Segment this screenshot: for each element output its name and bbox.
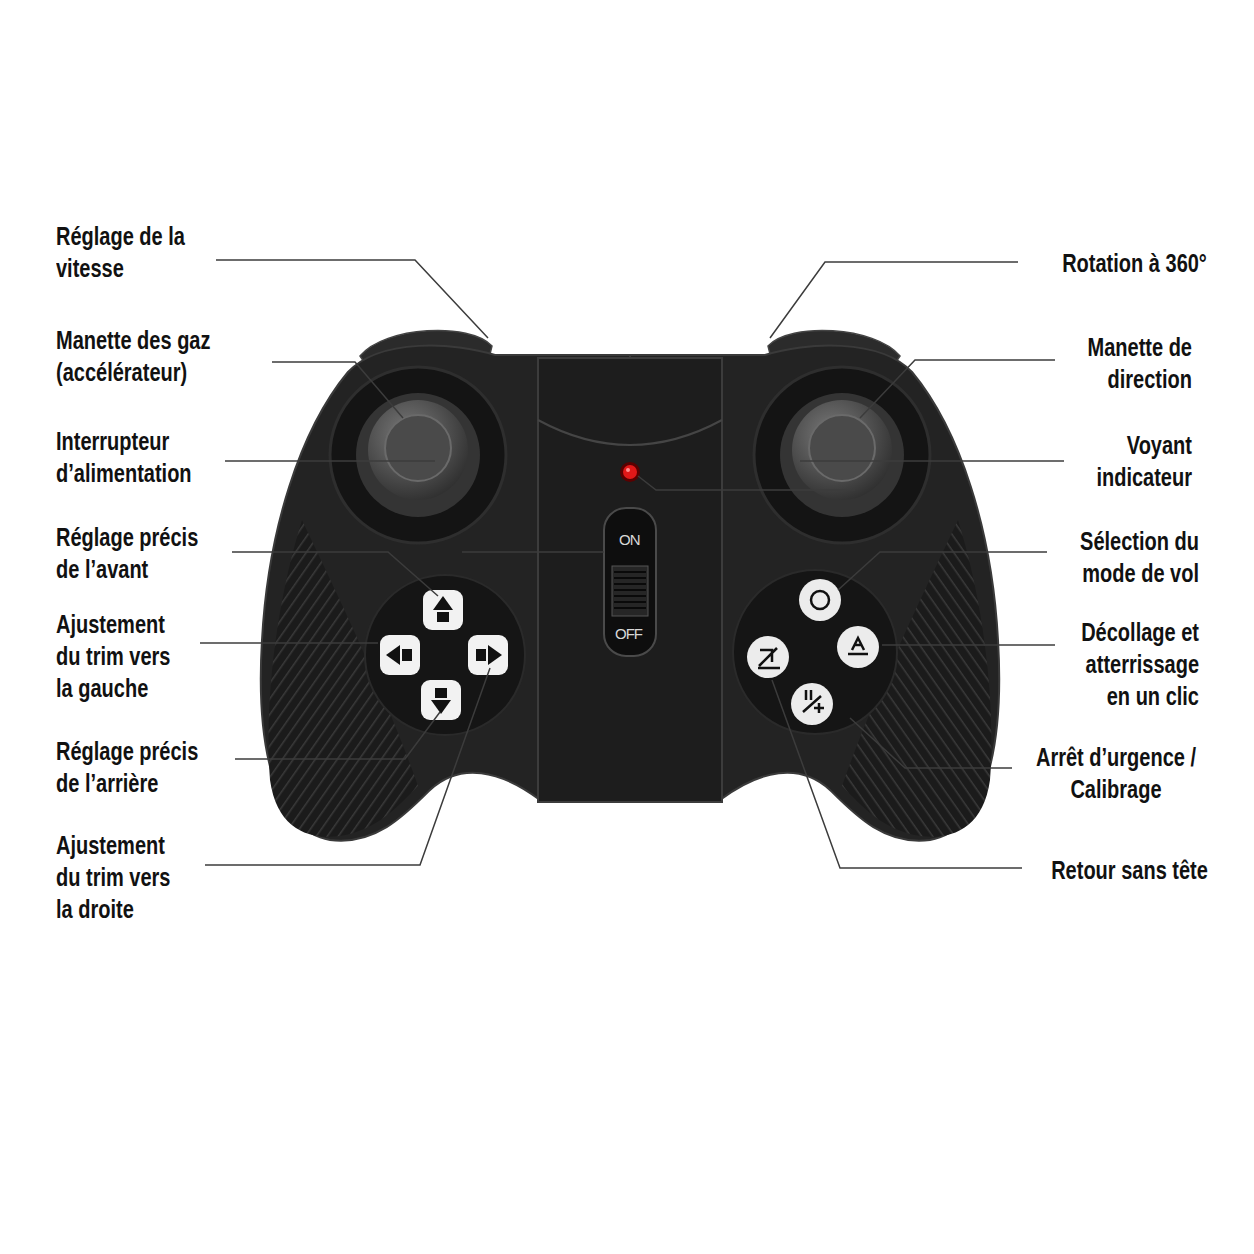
leader-line <box>200 260 1064 868</box>
callout-label: Voyant indicateur <box>1072 429 1192 493</box>
callout-label: Ajustement du trim vers la droite <box>56 829 192 925</box>
left-stick <box>330 367 506 543</box>
power-switch <box>604 508 656 656</box>
callout-label: Retour sans tête <box>1051 854 1208 886</box>
callout-label: Interrupteur d’alimentation <box>56 425 216 489</box>
callout-label: Arrêt d’urgence / Calibrage <box>1020 741 1212 805</box>
switch-label: OFF <box>615 626 642 642</box>
trim-pad <box>365 575 525 735</box>
center-panel <box>538 358 722 802</box>
callout-label: Réglage précis de l’arrière <box>56 735 224 799</box>
callout-label: Manette de direction <box>1064 331 1192 395</box>
right-stick <box>754 367 930 543</box>
callout-label: Ajustement du trim vers la gauche <box>56 608 192 704</box>
callout-label: Réglage précis de l’avant <box>56 521 224 585</box>
callout-label: Manette des gaz (accélérateur) <box>56 324 264 388</box>
callout-label: Sélection du mode de vol <box>1055 525 1199 589</box>
indicator-led <box>623 465 637 479</box>
switch-label: ON <box>619 532 640 548</box>
function-buttons <box>733 570 897 734</box>
callout-label: Décollage et atterrissage en un clic <box>1063 616 1199 712</box>
callout-label: Rotation à 360° <box>1062 247 1207 279</box>
callout-label: Réglage de la vitesse <box>56 220 208 284</box>
